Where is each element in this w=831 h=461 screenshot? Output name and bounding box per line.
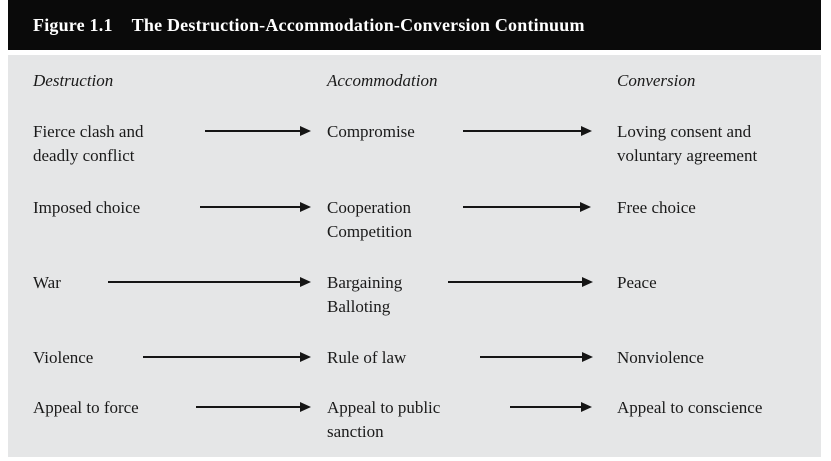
figure-label: Figure 1.1 [33,14,113,35]
cell-conversion: Appeal to conscience [617,398,763,417]
cell-conversion: Nonviolence [617,348,704,367]
cell-destruction: War [33,273,61,292]
figure-title-bar: Figure 1.1 The Destruction-Accommodation… [8,0,821,50]
column-header-destruction: Destruction [33,71,114,90]
cell-accommodation: Appeal to public sanction [327,398,441,441]
right-arrow-icon [510,402,592,412]
cell-destruction: Appeal to force [33,398,139,417]
column-header-conversion: Conversion [617,71,696,90]
cell-destruction: Violence [33,348,94,367]
right-arrow-icon [143,352,311,362]
cell-accommodation: Cooperation Competition [327,198,412,241]
right-arrow-icon [196,402,311,412]
cell-destruction: Fierce clash and deadly conflict [33,122,144,165]
cell-conversion: Free choice [617,198,696,217]
cell-accommodation: Rule of law [327,348,407,367]
right-arrow-icon [200,202,311,212]
cell-accommodation: Bargaining Balloting [327,273,403,316]
column-header-accommodation: Accommodation [327,71,438,90]
cell-conversion: Peace [617,273,657,292]
right-arrow-icon [463,126,592,136]
cell-conversion: Loving consent and voluntary agreement [617,122,758,165]
right-arrow-icon [205,126,311,136]
right-arrow-icon [480,352,593,362]
right-arrow-icon [448,277,593,287]
cell-accommodation: Compromise [327,122,415,141]
figure-panel [8,55,821,457]
figure-title: The Destruction-Accommodation-Conversion… [131,14,585,35]
right-arrow-icon [463,202,591,212]
cell-destruction: Imposed choice [33,198,141,217]
right-arrow-icon [108,277,311,287]
